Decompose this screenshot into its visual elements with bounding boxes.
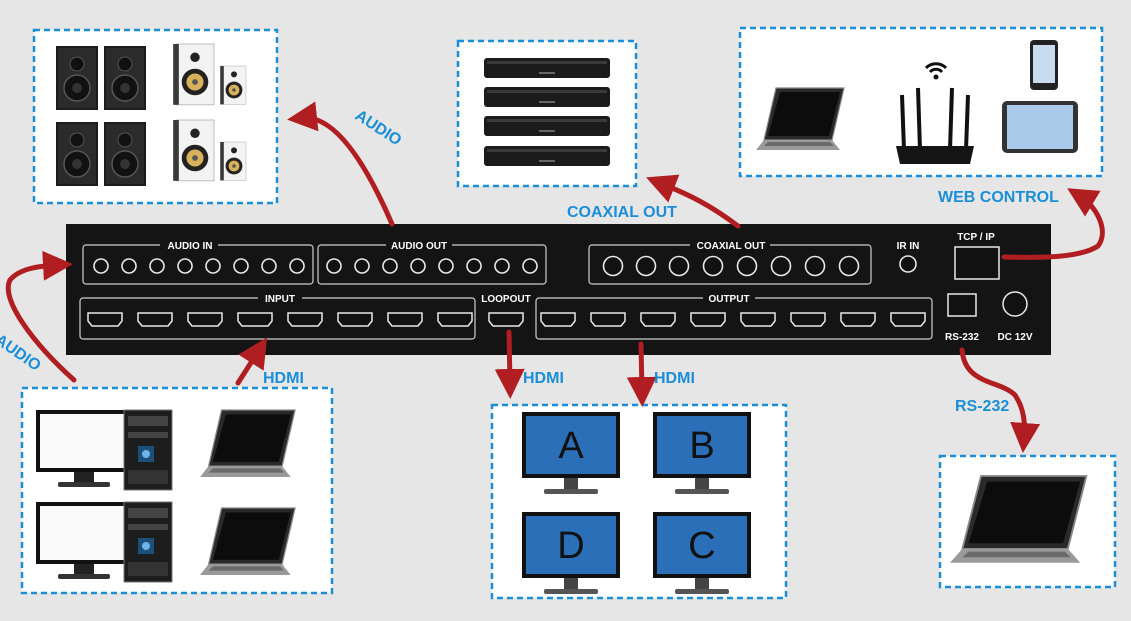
hdmi-out-arrow-label: HDMI bbox=[654, 370, 695, 387]
web-control-label: WEB CONTROL bbox=[938, 189, 1059, 206]
audio-in-label: AUDIO IN bbox=[168, 241, 213, 252]
audio-out-arrow-label: AUDIO bbox=[352, 107, 405, 149]
monitor-label-d: D bbox=[557, 525, 584, 567]
matrix-rear-panel: AUDIO IN AUDIO OUT COAXIAL OUT IR IN bbox=[66, 224, 1051, 355]
dc-power-port bbox=[1002, 291, 1028, 317]
coaxial-out-arrow-label: COAXIAL OUT bbox=[567, 204, 677, 221]
audio-out-label: AUDIO OUT bbox=[391, 241, 447, 252]
router-icon bbox=[896, 87, 974, 164]
rs232-port bbox=[947, 293, 977, 317]
panel-rs232-label: RS-232 bbox=[945, 332, 979, 343]
dc-label: DC 12V bbox=[997, 332, 1032, 343]
hdmi-output-ports bbox=[540, 312, 926, 327]
audio-in-arrow-label: AUDIO bbox=[0, 331, 44, 375]
rs232-arrow-label: RS-232 bbox=[955, 398, 1009, 415]
tcp-ip-label: TCP / IP bbox=[957, 232, 995, 243]
speakers-box bbox=[32, 28, 279, 205]
wifi-icon bbox=[924, 62, 948, 80]
connection-arrows bbox=[5, 101, 1105, 453]
web-control-box bbox=[738, 26, 1104, 178]
phone-icon bbox=[1030, 40, 1058, 90]
hdmi-in-arrow-label: HDMI bbox=[263, 370, 304, 387]
tablet-icon bbox=[1002, 101, 1078, 153]
hdmi-input-ports bbox=[87, 312, 473, 327]
hdmi-sources-box bbox=[20, 386, 334, 595]
hdmi-loop-arrow-label: HDMI bbox=[523, 370, 564, 387]
audio-out-ports bbox=[326, 258, 538, 274]
coaxial-out-ports bbox=[602, 255, 860, 277]
hdmi-displays-box: A B D C bbox=[490, 403, 788, 600]
panel-coaxial-out-label: COAXIAL OUT bbox=[697, 241, 766, 252]
hdmi-loopout-port bbox=[488, 312, 524, 327]
ir-in-port bbox=[899, 255, 917, 273]
ir-in-label: IR IN bbox=[897, 241, 920, 252]
loopout-label: LOOPOUT bbox=[481, 294, 530, 305]
audio-in-ports bbox=[93, 258, 305, 274]
tcp-ip-port bbox=[954, 246, 1000, 280]
monitor-label-c: C bbox=[688, 525, 715, 567]
monitor-label-a: A bbox=[558, 425, 584, 467]
coaxial-devices-box bbox=[456, 39, 638, 188]
input-label: INPUT bbox=[265, 294, 295, 305]
output-label: OUTPUT bbox=[708, 294, 749, 305]
monitor-label-b: B bbox=[689, 425, 714, 467]
rs232-device-box bbox=[938, 454, 1117, 589]
